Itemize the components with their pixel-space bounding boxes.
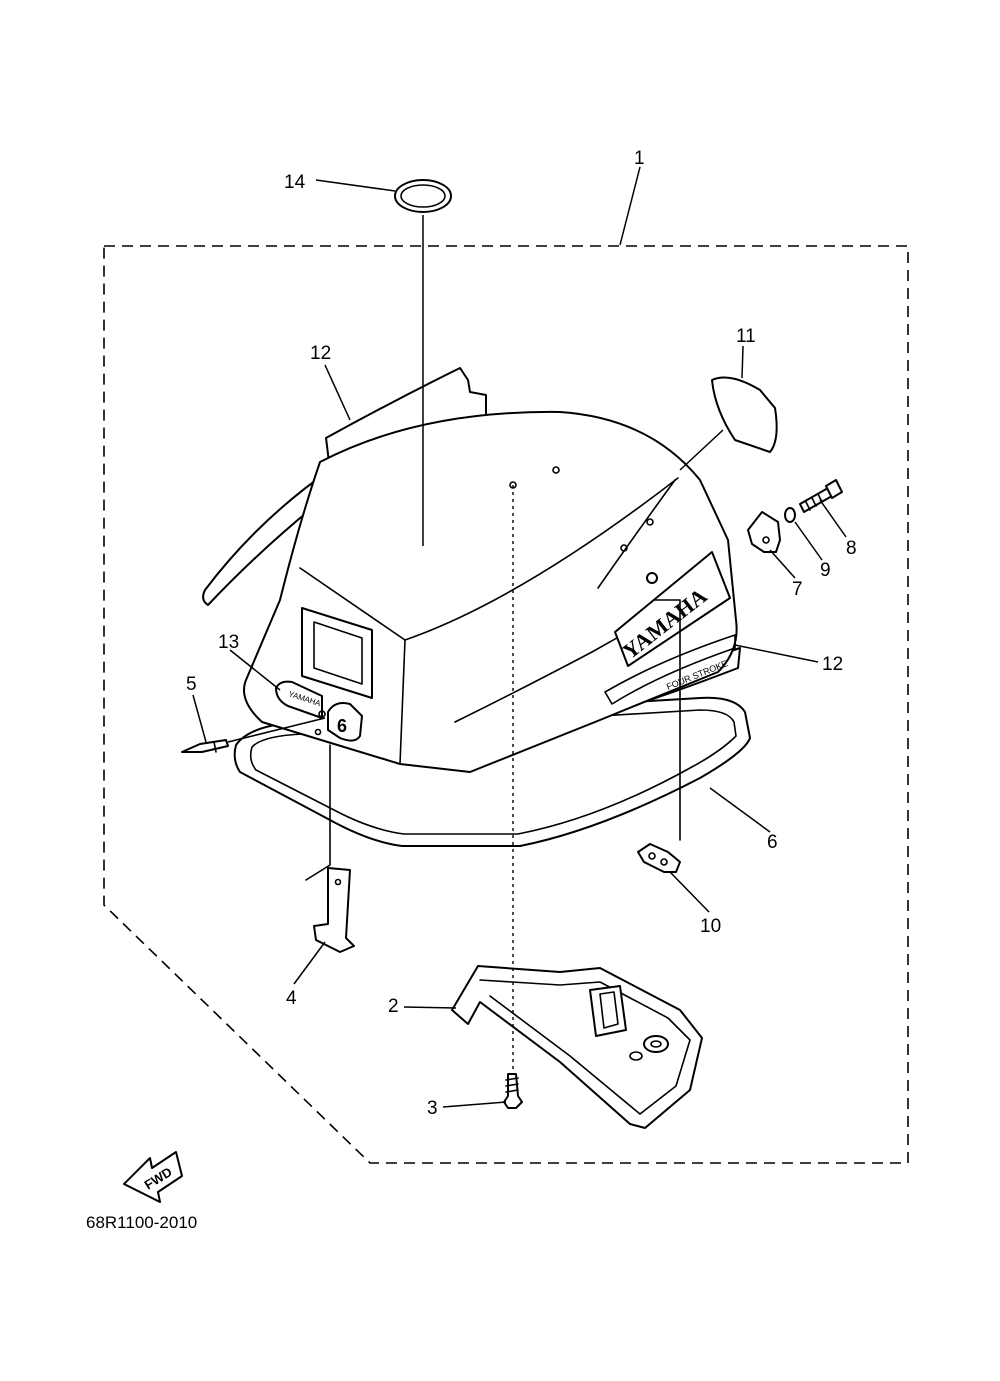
callout-7: 7 <box>792 579 803 600</box>
callout-5: 5 <box>186 674 197 695</box>
part-13-emblem: YAMAHA 6 <box>275 680 363 742</box>
callout-6: 6 <box>767 832 778 853</box>
part-2-apron <box>451 965 703 1129</box>
part-14-ring <box>394 179 452 213</box>
part-3-screw <box>503 1073 523 1109</box>
callout-2: 2 <box>388 996 399 1017</box>
drawing-code: 68R1100-2010 <box>86 1213 198 1232</box>
part-7-bracket <box>747 511 781 553</box>
callout-10: 10 <box>700 916 721 937</box>
part-11-decal <box>711 376 778 453</box>
callout-4: 4 <box>286 988 297 1009</box>
callout-14: 14 <box>284 172 306 193</box>
callout-13: 13 <box>218 632 239 653</box>
leader-lines <box>192 166 847 1108</box>
part-5-rivet <box>181 739 229 753</box>
callout-9: 9 <box>820 560 831 581</box>
fwd-arrow: FWD <box>123 1151 183 1203</box>
callout-1: 1 <box>634 148 645 169</box>
callout-8: 8 <box>846 538 857 559</box>
part-9-washer <box>784 507 796 523</box>
part-4-hook <box>313 867 355 953</box>
alignment-line-clip <box>654 599 681 841</box>
part-8-bolt <box>799 479 843 513</box>
callout-12-right: 12 <box>822 654 843 675</box>
assembly-frame <box>103 245 909 1164</box>
callout-11: 11 <box>736 326 756 347</box>
alignment-line-hook <box>305 744 331 881</box>
callouts: 1 14 12 11 8 9 7 12 13 5 6 10 4 2 3 <box>186 148 857 1119</box>
callout-3: 3 <box>427 1098 438 1119</box>
callout-12-left: 12 <box>310 343 331 364</box>
part-10-clip <box>637 843 681 873</box>
emblem-number: 6 <box>337 716 347 736</box>
